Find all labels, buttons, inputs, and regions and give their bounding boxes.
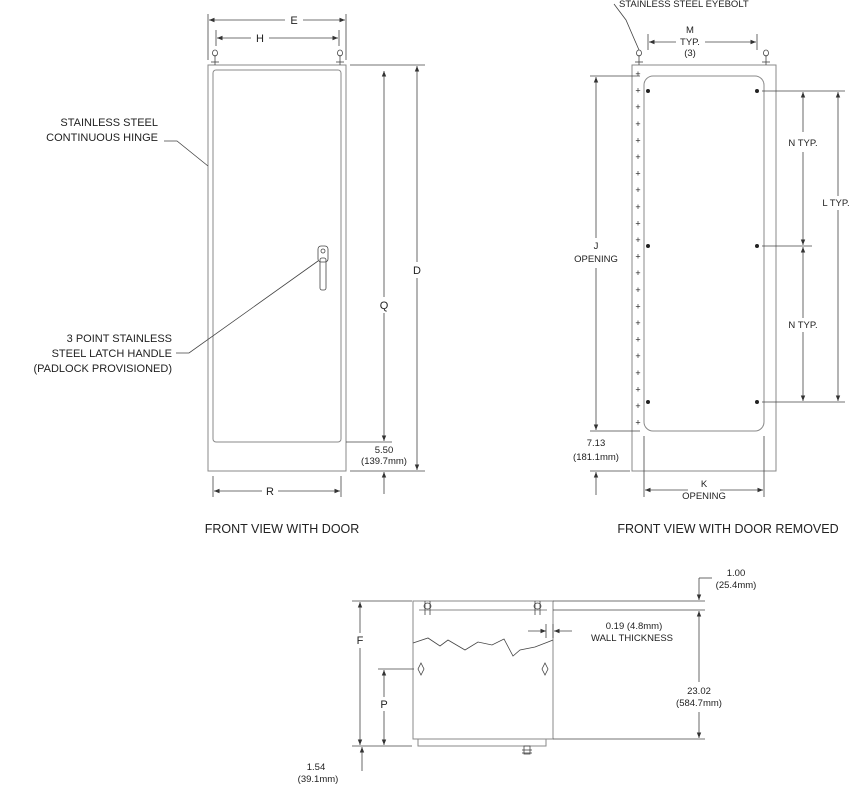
hinge-pin-mark: +: [635, 335, 640, 345]
eyebolt-icon: [762, 49, 770, 65]
dim-h-label: H: [256, 33, 264, 45]
hinge-pin-mark: +: [635, 235, 640, 245]
hinge-pin-mark: +: [635, 86, 640, 96]
hinge-pin-mark: +: [635, 252, 640, 262]
handle-note-line1: 3 POINT STAINLESS: [67, 333, 172, 345]
top-offset-mm: (25.4mm): [716, 580, 757, 591]
mounting-hole-icon: [755, 244, 759, 248]
cabinet-outline: [631, 64, 777, 472]
depth-value: 23.02: [687, 686, 711, 697]
mounting-hole-icon: [755, 89, 759, 93]
hinge-pin-mark: +: [635, 69, 640, 79]
side-outline: [412, 600, 554, 740]
wall-thickness-label: WALL THICKNESS: [591, 633, 673, 644]
mounting-hole-icon: [646, 89, 650, 93]
hinge-pin-mark: +: [635, 218, 640, 228]
handle-note-line3: (PADLOCK PROVISIONED): [33, 363, 172, 375]
break-line: [412, 637, 554, 657]
side-view: F P 1.54 (39.1mm) 1.00 (25.4mm) 0.19 (4.…: [298, 568, 757, 785]
view-caption-front-with-door: FRONT VIEW WITH DOOR: [205, 522, 360, 536]
door-opening: [643, 75, 765, 432]
hinge-note-line1: STAINLESS STEEL: [60, 117, 158, 129]
base-height-mm: (139.7mm): [361, 456, 407, 467]
dim-n-upper-label: N TYP.: [788, 138, 817, 149]
handle-note-line2: STEEL LATCH HANDLE: [52, 348, 172, 360]
hinge-pin-mark: +: [635, 185, 640, 195]
base-offset-mm: (39.1mm): [298, 774, 339, 785]
dim-f-label: F: [357, 635, 364, 647]
dim-e-label: E: [290, 15, 297, 27]
hinge-pin-mark: +: [635, 401, 640, 411]
hinge-pin-icon: [417, 662, 425, 676]
dim-m-typ: TYP.: [680, 37, 700, 48]
dim-j-label: J: [594, 241, 599, 252]
hinge-pin-mark: +: [635, 351, 640, 361]
hinge-pin-mark: +: [635, 368, 640, 378]
door-panel: [212, 69, 342, 443]
dim-l-label: L TYP.: [822, 198, 849, 209]
dim-j-sub: OPENING: [574, 254, 618, 265]
dim-p-label: P: [380, 699, 387, 711]
hinge-pin-mark: +: [635, 285, 640, 295]
eyebolt-icon: [533, 601, 542, 615]
hinge-pin-icon: [541, 662, 549, 676]
dim-k-sub: OPENING: [682, 491, 726, 502]
dim-d-label: D: [413, 265, 421, 277]
hinge-pin-mark: +: [635, 152, 640, 162]
dim-m-count: (3): [684, 48, 696, 59]
eyebolt-icon: [423, 601, 432, 615]
view-caption-door-removed: FRONT VIEW WITH DOOR REMOVED: [617, 522, 838, 536]
hinge-pin-mark: +: [635, 102, 640, 112]
latch-handle-icon: [317, 245, 329, 291]
eyebolt-note: STAINLESS STEEL EYEBOLT: [619, 0, 749, 10]
dim-r-label: R: [266, 486, 274, 498]
eyebolt-icon: [211, 49, 219, 65]
dim-q-label: Q: [380, 300, 389, 312]
base-height-value: 5.50: [375, 445, 394, 456]
hinge-pin-mark: +: [635, 135, 640, 145]
dim-m-label: M: [686, 25, 694, 36]
hinge-pin-mark: +: [635, 418, 640, 428]
dim-k-label: K: [701, 479, 708, 490]
bottom-offset-value: 7.13: [587, 438, 606, 449]
front-view-with-door: E H D Q 5.50 (139.7mm) R STAINLESS STEEL…: [33, 14, 425, 536]
hinge-pins: + + + + + + + + + + + + + + + + + + + + + +: [635, 69, 640, 428]
hinge-pin-mark: +: [635, 202, 640, 212]
hinge-pin-mark: +: [635, 169, 640, 179]
mounting-hole-icon: [646, 400, 650, 404]
top-offset-value: 1.00: [727, 568, 746, 579]
wall-thickness-value: 0.19 (4.8mm): [606, 621, 663, 632]
eyebolt-icon: [635, 49, 643, 65]
eyebolt-icon: [336, 49, 344, 65]
front-view-door-removed: + + + + + + + + + + + + + + + + + + + + + + STAINLESS STEEL E…: [573, 0, 850, 536]
mounting-hole-icon: [755, 400, 759, 404]
drain-fitting-icon: [522, 745, 532, 755]
depth-mm: (584.7mm): [676, 698, 722, 709]
bottom-offset-mm: (181.1mm): [573, 452, 619, 463]
base-offset-value: 1.54: [307, 762, 326, 773]
mounting-hole-icon: [646, 244, 650, 248]
hinge-note-line2: CONTINUOUS HINGE: [46, 132, 158, 144]
hinge-pin-mark: +: [635, 119, 640, 129]
hinge-pin-mark: +: [635, 318, 640, 328]
dim-n-lower-label: N TYP.: [788, 320, 817, 331]
hinge-pin-mark: +: [635, 384, 640, 394]
base-rail: [417, 738, 547, 747]
cabinet-outline: [207, 64, 347, 472]
hinge-pin-mark: +: [635, 268, 640, 278]
hinge-pin-mark: +: [635, 301, 640, 311]
